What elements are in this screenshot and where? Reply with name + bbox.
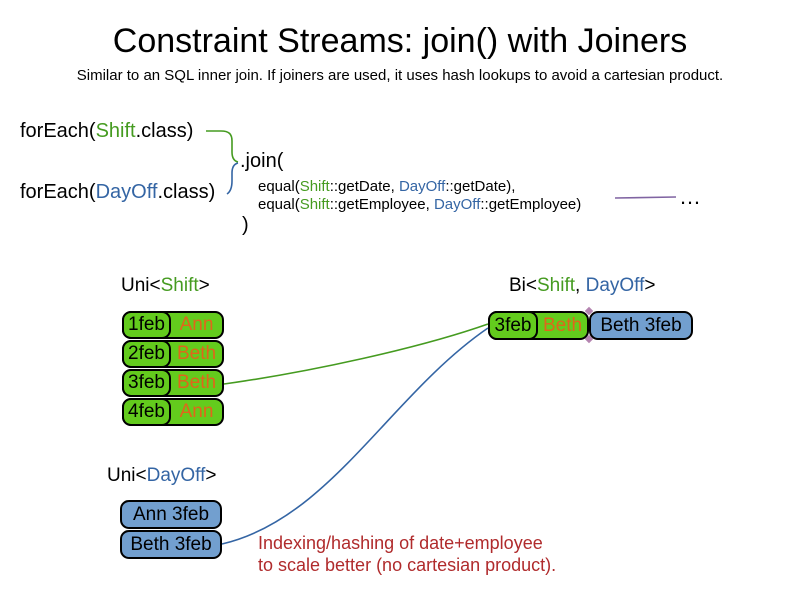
shift-row: 4feb Ann xyxy=(122,398,224,426)
shift-employee: Beth xyxy=(176,343,217,364)
shift-date-cell: 3feb xyxy=(122,369,171,397)
code-text: forEach( xyxy=(20,181,96,203)
bi-label: Bi<Shift, DayOff> xyxy=(509,275,655,297)
shift-date: 3feb xyxy=(494,314,532,336)
page-title: Constraint Streams: join() with Joiners xyxy=(112,22,688,60)
code-text: .class) xyxy=(135,120,194,142)
code-text: .class) xyxy=(157,181,216,203)
note-text: Indexing/hashing of date+employee to sca… xyxy=(258,532,556,576)
shift-date-cell: 2feb xyxy=(122,340,171,368)
shift-employee: Beth xyxy=(176,372,217,393)
label-text: > xyxy=(205,465,217,486)
code-foreach-shift: forEach(Shift.class) xyxy=(20,120,193,143)
shift-class-token: Shift xyxy=(537,275,576,296)
join-connector-shift-line xyxy=(223,323,489,385)
code-joiner-equal-date: equal(Shift::getDate, DayOff::getDate), xyxy=(258,178,515,195)
dayoff-class-token: DayOff xyxy=(146,465,206,486)
code-text: ::getDate, xyxy=(329,178,399,195)
shift-date: 3feb xyxy=(128,372,165,393)
dayoff-class-token: DayOff xyxy=(95,181,158,203)
code-text: equal( xyxy=(258,178,300,195)
brace-bottom-line xyxy=(226,162,239,195)
more-joiners-line xyxy=(614,196,677,199)
shift-date-cell: 1feb xyxy=(122,311,171,339)
shift-date: 1feb xyxy=(128,314,165,335)
shift-date: 2feb xyxy=(128,343,165,364)
bi-shift-part: 3feb Beth xyxy=(488,311,589,340)
shift-row: 3feb Beth xyxy=(122,369,224,397)
shift-class-token: Shift xyxy=(160,275,199,296)
shift-class-token: Shift xyxy=(95,120,136,142)
label-text: , xyxy=(575,275,586,296)
label-text: > xyxy=(644,275,656,296)
uni-shift-label: Uni<Shift> xyxy=(121,275,210,297)
label-text: Uni< xyxy=(121,275,161,296)
more-joiners-ellipsis: … xyxy=(679,184,702,209)
uni-dayoff-label: Uni<DayOff> xyxy=(107,465,217,487)
code-join-close: ) xyxy=(242,214,249,236)
code-foreach-dayoff: forEach(DayOff.class) xyxy=(20,181,215,204)
shift-date-cell: 4feb xyxy=(122,398,171,426)
code-join-open: .join( xyxy=(240,150,284,172)
page-subtitle: Similar to an SQL inner join. If joiners… xyxy=(76,67,724,84)
shift-employee: Beth xyxy=(542,314,583,336)
note-line-2: to scale better (no cartesian product). xyxy=(258,555,557,575)
shift-class-token: Shift xyxy=(299,196,330,213)
label-text: Uni< xyxy=(107,465,147,486)
code-text: ::getEmployee) xyxy=(480,196,582,213)
bi-dayoff-part: Beth 3feb xyxy=(589,311,693,340)
brace-top-line xyxy=(206,130,239,163)
dayoff-class-token: DayOff xyxy=(398,178,446,195)
code-text: ::getEmployee, xyxy=(329,196,434,213)
dayoff-class-token: DayOff xyxy=(585,275,645,296)
code-text: equal( xyxy=(258,196,300,213)
join-connector-dayoff-line xyxy=(221,327,489,545)
dayoff-row: Ann 3feb xyxy=(120,500,222,529)
code-text: ::getDate), xyxy=(445,178,516,195)
dayoff-class-token: DayOff xyxy=(433,196,481,213)
code-text: forEach( xyxy=(20,120,96,142)
shift-date-cell: 3feb xyxy=(488,311,538,340)
label-text: Bi< xyxy=(509,275,537,296)
note-line-1: Indexing/hashing of date+employee xyxy=(258,533,543,553)
shift-row: 1feb Ann xyxy=(122,311,224,339)
dayoff-row: Beth 3feb xyxy=(120,530,222,559)
shift-employee: Ann xyxy=(179,314,214,335)
shift-date: 4feb xyxy=(128,401,165,422)
shift-row: 2feb Beth xyxy=(122,340,224,368)
label-text: > xyxy=(198,275,210,296)
shift-class-token: Shift xyxy=(299,178,330,195)
code-joiner-equal-employee: equal(Shift::getEmployee, DayOff::getEmp… xyxy=(258,196,581,213)
shift-employee: Ann xyxy=(179,401,214,422)
